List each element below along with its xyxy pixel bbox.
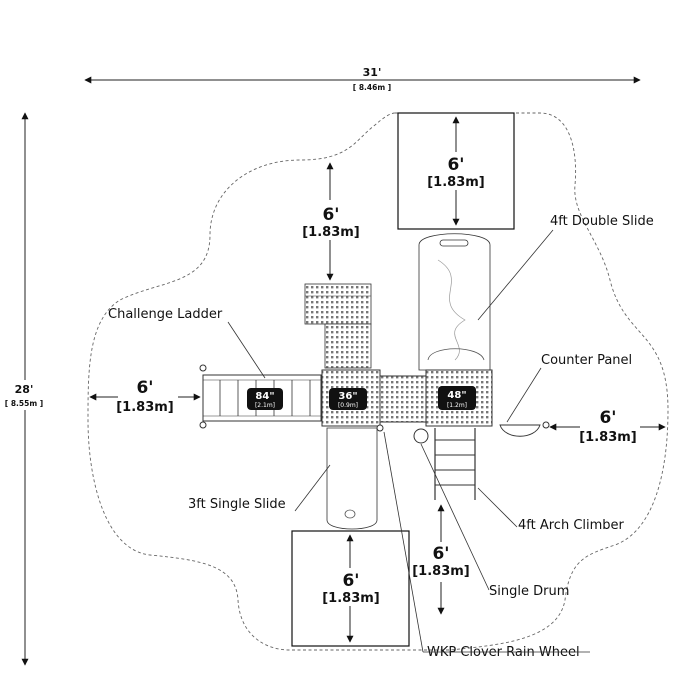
height-tag-deck36-in: 36" [338,391,357,402]
callout-rain-wheel: WKP Clover Rain Wheel [383,431,590,660]
small-components [376,421,550,444]
callout-counter-panel: Counter Panel [506,353,632,423]
clearance-bottom-mid: 6' [1.83m] [412,504,470,615]
clearance-left: 6' [1.83m] [89,378,201,416]
clearance-top-right-m: [1.83m] [427,175,485,190]
clearance-top-left-ft: 6' [322,205,339,225]
callout-single-drum-label: Single Drum [489,584,569,599]
callout-arch-climber-label: 4ft Arch Climber [518,518,625,533]
overall-depth-m: [ 8.55m ] [5,399,43,408]
callout-single-drum: Single Drum [420,443,569,599]
height-tag-ladder-in: 84" [255,391,274,402]
overall-depth-dimension: 28' [ 8.55m ] [3,112,47,666]
clearance-top-right-ft: 6' [447,155,464,175]
callout-challenge-ladder: Challenge Ladder [108,307,266,379]
clearance-top-left-m: [1.83m] [302,225,360,240]
clearance-left-m: [1.83m] [116,400,174,415]
height-tag-deck48-in: 48" [447,390,466,401]
clearance-right-ft: 6' [599,408,616,428]
callout-counter-panel-label: Counter Panel [541,353,632,368]
callout-challenge-ladder-label: Challenge Ladder [108,307,223,322]
double-slide [418,233,491,371]
clearance-bottom-mid-m: [1.83m] [412,564,470,579]
clearance-bottom-left-m: [1.83m] [322,591,380,606]
height-tag-deck48-m: [1.2m] [447,402,467,409]
overall-depth-ft: 28' [15,383,34,396]
safety-zone-outline [87,112,669,651]
overall-width-ft: 31' [363,66,382,79]
callout-single-slide-label: 3ft Single Slide [188,497,286,512]
overall-width-m: [ 8.46m ] [353,83,391,92]
callout-rain-wheel-label: WKP Clover Rain Wheel [427,645,580,660]
callout-double-slide-label: 4ft Double Slide [550,214,654,229]
clearance-top-left: 6' [1.83m] [300,162,362,281]
single-slide [326,427,378,530]
height-tag-ladder-m: [2.1m] [255,402,275,409]
height-tag-deck48: 48" [1.2m] [438,386,476,410]
callout-single-slide: 3ft Single Slide [188,464,331,512]
arch-climber [434,428,476,500]
upper-tower [304,283,372,369]
callout-double-slide: 4ft Double Slide [477,214,654,321]
callout-arch-climber: 4ft Arch Climber [477,487,625,533]
clearance-right: 6' [1.83m] [549,405,666,445]
clearance-bottom-left-ft: 6' [342,571,359,591]
clearance-zone-top-right: 6' [1.83m] [397,112,515,230]
clearance-right-m: [1.83m] [579,430,637,445]
overall-width-dimension: 31' [ 8.46m ] [84,66,641,92]
clearance-bottom-mid-ft: 6' [432,544,449,564]
height-tag-deck36: 36" [0.9m] [329,388,367,410]
height-tag-ladder: 84" [2.1m] [247,388,283,410]
clearance-left-ft: 6' [136,378,153,398]
clearance-zone-bottom-left: 6' [1.83m] [291,530,410,647]
height-tag-deck36-m: [0.9m] [338,402,358,409]
